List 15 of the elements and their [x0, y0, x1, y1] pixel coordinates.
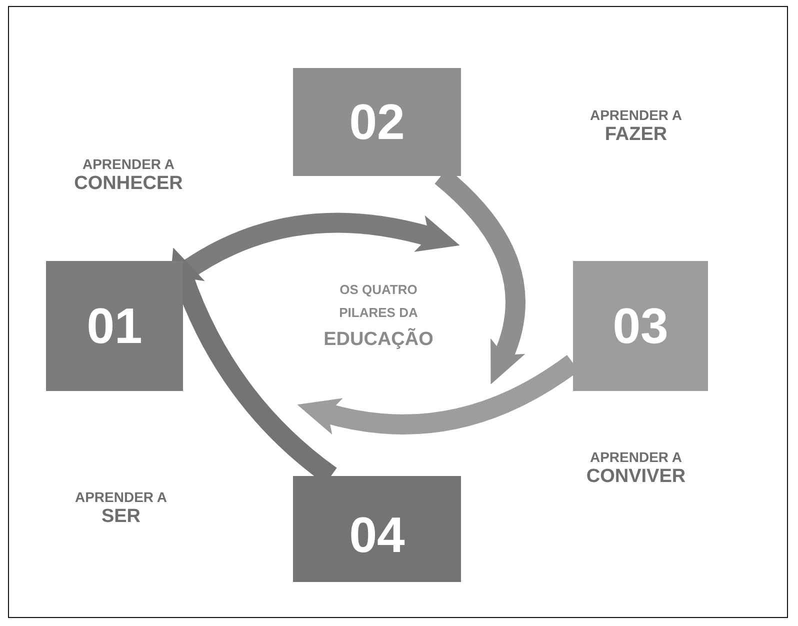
number-box: 04 [293, 476, 461, 582]
pillar-label: CONHECER [74, 172, 183, 196]
number-box: 02 [293, 68, 461, 176]
pillar-label: APRENDER A [590, 107, 682, 124]
number-box: 03 [573, 261, 708, 391]
center-title: OS QUATRO [340, 283, 418, 298]
pillar-label: APRENDER A [590, 449, 682, 466]
pillar-label: SER [101, 506, 141, 529]
pillar-label: APRENDER A [74, 489, 168, 506]
pillar-label: CONVIVER [586, 466, 686, 489]
pillar-label: FAZER [604, 124, 668, 147]
center-title: PILARES DA [339, 306, 418, 321]
number-box: 01 [46, 261, 183, 391]
center-title: EDUCAÇÃO [324, 328, 434, 351]
pillar-label: APRENDER A [82, 156, 175, 173]
